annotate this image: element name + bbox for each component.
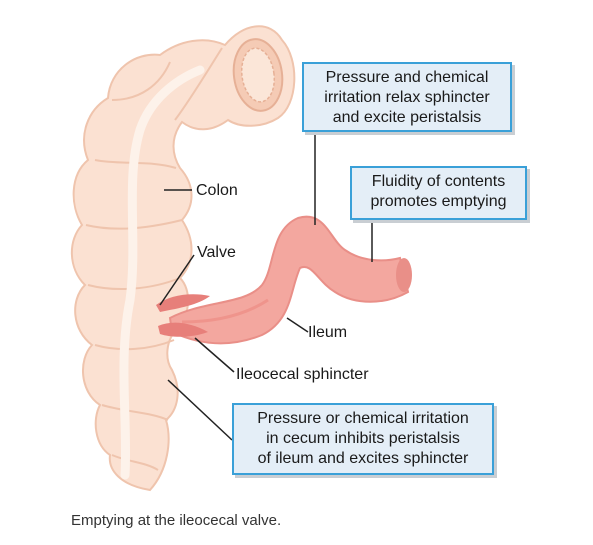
ileocecal-sphincter-illustration (156, 294, 210, 337)
valve-leader (159, 254, 195, 306)
callout-line: irritation relax sphincter (324, 89, 490, 106)
ileum-label: Ileum (308, 324, 348, 341)
callout-line: Pressure or chemical irritation (257, 410, 469, 427)
ileum-illustration (168, 215, 412, 345)
pressure-relax-callout: Pressure and chemical irritation relax s… (302, 62, 512, 132)
ileocecal-sphincter-label: Ileocecal sphincter (236, 366, 369, 383)
valve-label: Valve (197, 244, 236, 261)
callout-line: of ileum and excites sphincter (257, 450, 469, 467)
cecum-callout-leader (167, 379, 233, 441)
callout-line: promotes emptying (370, 193, 507, 210)
callout-line: and excite peristalsis (332, 109, 482, 126)
colon-label: Colon (196, 182, 238, 199)
callout-line: Fluidity of contents (371, 173, 506, 190)
fluidity-callout: Fluidity of contents promotes emptying (350, 166, 527, 220)
ileum-leader (286, 317, 309, 333)
colon-illustration (70, 25, 296, 492)
callout-line: in cecum inhibits peristalsis (266, 430, 460, 447)
callout-line: Pressure and chemical (325, 69, 489, 86)
figure-caption: Emptying at the ileocecal valve. (71, 512, 282, 529)
cecum-inhibit-callout: Pressure or chemical irritation in cecum… (232, 403, 494, 475)
sphincter-leader (194, 337, 235, 373)
leader-lines (159, 132, 373, 441)
